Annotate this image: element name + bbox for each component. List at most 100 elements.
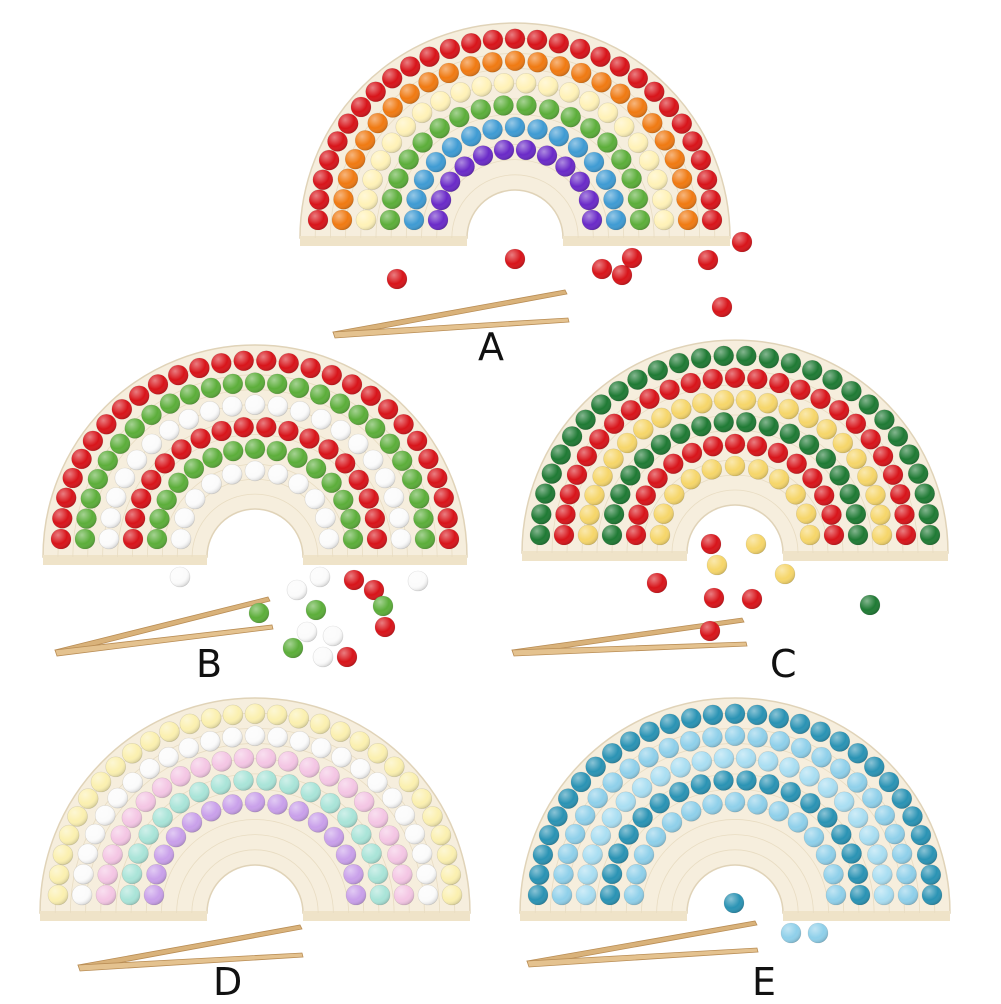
pompom-shade (85, 824, 106, 845)
pompom-shade (370, 885, 390, 905)
pompom-shade (102, 844, 123, 865)
pompom (349, 758, 371, 780)
pompom-shade (826, 885, 846, 905)
pompom (653, 503, 675, 525)
pompom (341, 374, 363, 395)
pompom (367, 807, 389, 829)
pompom (244, 460, 266, 482)
pompom (626, 863, 647, 885)
pompom-shade (348, 469, 369, 490)
pompom (858, 825, 880, 846)
pompom (365, 81, 387, 103)
pompom-shade (775, 564, 795, 584)
pompom-shade (576, 885, 596, 905)
pompom (735, 345, 757, 367)
pompom-shade (344, 570, 364, 590)
pompom (873, 884, 895, 906)
pompom (369, 884, 391, 906)
pompom-shade (747, 727, 768, 748)
pompom-shade (348, 434, 369, 454)
pompom-shade (650, 525, 670, 545)
pompom-shade (857, 466, 878, 487)
board-edge-left (40, 911, 207, 921)
pompom-shade (337, 807, 358, 828)
pompom (768, 800, 790, 822)
pompom (817, 807, 838, 828)
pompom-shade (691, 751, 712, 772)
pompom-shade (535, 483, 556, 504)
pompom-shade (73, 864, 94, 885)
pompom-shade (300, 358, 321, 378)
pompom (914, 483, 936, 504)
loose-pompom (374, 616, 396, 638)
pompom-shade (223, 441, 244, 462)
pompom-shade (449, 107, 470, 128)
pompom (109, 433, 131, 455)
pompom-shade (627, 68, 648, 89)
pompom-shade (713, 770, 734, 791)
pompom-shade (202, 447, 223, 468)
pompom (141, 433, 163, 455)
wood-grain (191, 849, 319, 914)
pompom (595, 169, 617, 190)
pompom-shade (120, 885, 140, 905)
pompom (810, 721, 831, 743)
pompom (638, 746, 659, 768)
pompom (439, 38, 461, 60)
pompom (628, 504, 649, 526)
pompom (680, 800, 702, 822)
pompom-shade (587, 788, 608, 809)
pompom (244, 394, 266, 416)
pompom-shade (815, 448, 836, 469)
pompom (817, 777, 839, 799)
pompom-shade (505, 50, 525, 71)
pompom-shade (399, 83, 420, 104)
wood-grain (451, 174, 579, 239)
pompom-shade (346, 885, 366, 905)
pompom-shade (418, 448, 439, 469)
pompom (882, 464, 904, 486)
pompom-shade (714, 390, 734, 411)
pompom (830, 824, 852, 845)
pompom (370, 150, 392, 171)
pompom-shade (128, 843, 149, 864)
pompom-shade (860, 595, 880, 615)
board-edge-left (300, 236, 467, 246)
pompom (702, 726, 723, 748)
pompom-shade (555, 156, 576, 177)
pompom (608, 843, 629, 864)
pompom (588, 428, 610, 450)
pompom-shade (154, 844, 174, 865)
pompom (360, 385, 382, 407)
pompom (433, 487, 455, 509)
pompom (889, 483, 911, 505)
pompom (190, 757, 211, 778)
pompom-shade (582, 844, 603, 865)
pompom (620, 465, 641, 486)
pompom-shade (845, 504, 866, 525)
pompom (170, 765, 191, 787)
pompom (58, 824, 80, 846)
pompom-shade (289, 377, 309, 398)
pompom-shade (602, 863, 623, 884)
pompom (244, 372, 266, 393)
pompom-shade (493, 73, 514, 94)
pompom-shade (691, 348, 712, 369)
pompom-shade (278, 421, 299, 441)
pompom (493, 95, 514, 116)
pompom (362, 449, 384, 471)
pompom-shade (321, 365, 342, 386)
pompom-shade (349, 731, 370, 752)
pompom-shade (604, 413, 625, 434)
loose-pompom (286, 579, 308, 601)
pompom (871, 864, 893, 885)
pompom-shade (310, 713, 331, 734)
pompom (626, 97, 648, 118)
loose-pompom (282, 637, 304, 659)
pompom-shade (647, 468, 668, 489)
pompom (121, 742, 143, 764)
pompom-shade (654, 130, 675, 151)
pompom (412, 132, 433, 153)
pompom (387, 844, 408, 865)
pompom (381, 68, 403, 89)
